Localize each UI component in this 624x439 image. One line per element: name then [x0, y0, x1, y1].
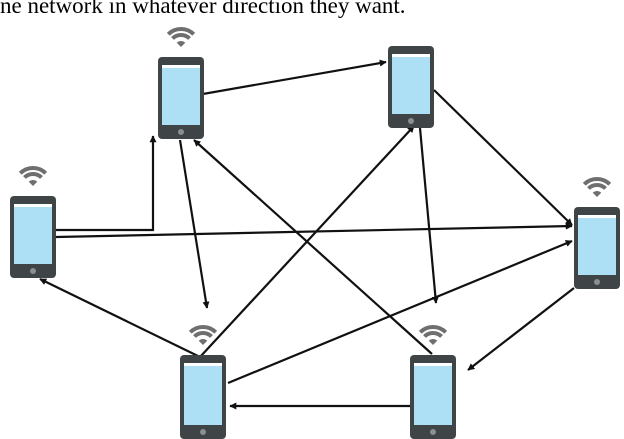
phone-screen: [392, 54, 430, 114]
phone-bottom-right: [410, 325, 456, 439]
wifi-icon: [166, 27, 196, 47]
phone-home-button: [408, 118, 414, 124]
phone-home-button: [30, 268, 36, 274]
phone-screen: [14, 204, 52, 264]
wifi-icon: [582, 177, 612, 197]
phone-right: [574, 177, 620, 289]
connection-arrow: [39, 278, 201, 358]
phone-status-bar: [14, 204, 52, 207]
connection-arrow: [56, 135, 157, 232]
phone-home-button: [594, 279, 600, 285]
wifi-icon: [18, 166, 48, 186]
phone-screen: [184, 363, 222, 425]
connection-arrow: [179, 59, 387, 100]
connection-arrow: [227, 239, 573, 385]
phone-status-bar: [184, 363, 222, 366]
phone-status-bar: [162, 65, 200, 68]
phone-screen: [578, 215, 616, 275]
phone-status-bar: [414, 363, 452, 366]
connection-arrow: [467, 287, 575, 371]
diagram-caption: ne network in whatever direction they wa…: [0, 0, 406, 18]
connections-layer: [39, 59, 575, 410]
phone-home-button: [178, 129, 184, 135]
phone-status-bar: [578, 215, 616, 218]
connection-arrow: [193, 139, 433, 355]
phone-screen: [162, 65, 200, 125]
wifi-icon: [418, 325, 448, 345]
connection-arrow: [178, 139, 210, 309]
connection-arrow: [55, 222, 573, 239]
phone-status-bar: [392, 54, 430, 57]
connection-arrow: [433, 89, 573, 226]
phone-home-button: [200, 429, 206, 435]
phone-screen: [414, 363, 452, 425]
phone-bottom-left: [180, 325, 226, 439]
phone-home-button: [430, 429, 436, 435]
devices-layer: [10, 27, 620, 439]
phone-top-center: [158, 27, 204, 139]
connection-arrow: [418, 127, 439, 304]
wifi-icon: [188, 325, 218, 345]
phone-left: [10, 166, 56, 278]
phone-top-right: [388, 46, 434, 128]
